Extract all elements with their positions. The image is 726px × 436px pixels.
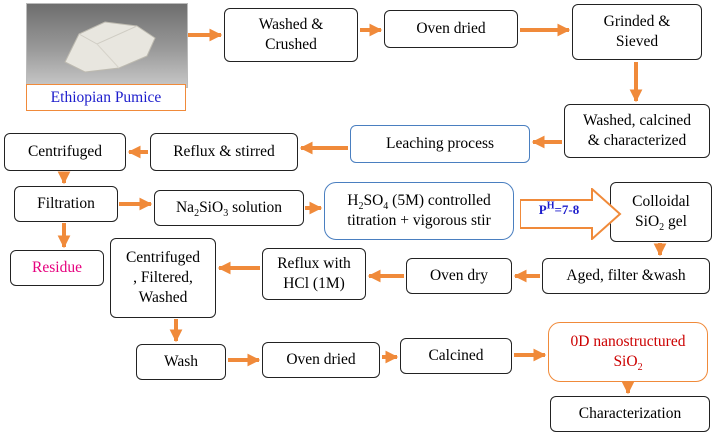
- chem-sub: 2: [358, 201, 364, 213]
- step-label: Grinded &: [603, 13, 671, 30]
- ph-label: PH=7-8: [524, 200, 594, 218]
- chem-text: SiO: [199, 199, 224, 216]
- step-leaching: Leaching process: [350, 125, 530, 163]
- chem-text: Na: [175, 199, 195, 216]
- pumice-photo: [26, 3, 188, 88]
- chem-text: SiO: [613, 353, 638, 370]
- step-label: Washed, calcined: [582, 112, 692, 129]
- step-colloidal-gel: Colloidal SiO2 gel: [610, 182, 712, 242]
- step-oven-dried-1: Oven dried: [384, 10, 518, 48]
- step-grinded-sieved: Grinded & Sieved: [572, 4, 702, 60]
- chem-text: gel: [664, 213, 687, 230]
- step-wash: Wash: [136, 344, 226, 380]
- step-washed-calcined: Washed, calcined & characterized: [564, 104, 710, 158]
- step-h2so4: H2SO4 (5M) controlled titration + vigoro…: [324, 182, 514, 240]
- step-reflux-stirred: Reflux & stirred: [150, 133, 298, 171]
- chem-text: H: [347, 192, 359, 209]
- pumice-stone-icon: [64, 21, 156, 73]
- chem-sub: 4: [383, 201, 389, 213]
- step-calcined: Calcined: [400, 338, 512, 374]
- ph-text: P: [538, 202, 547, 217]
- step-label: Sieved: [615, 33, 659, 50]
- step-characterization: Characterization: [550, 396, 710, 432]
- step-oven-dried-2: Oven dried: [262, 342, 380, 378]
- step-label: titration + vigorous stir: [347, 212, 491, 229]
- step-label: , Filtered,: [133, 269, 193, 286]
- step-washed-crushed: Washed & Crushed: [224, 8, 358, 62]
- ph-text: =7-8: [554, 202, 580, 217]
- step-oven-dry: Oven dry: [406, 258, 512, 294]
- chem-sub: 3: [223, 208, 229, 220]
- step-centrifuged-2: Centrifuged , Filtered, Washed: [110, 238, 216, 318]
- step-label: Washed: [138, 289, 188, 306]
- residue-label: Residue: [32, 259, 82, 276]
- chem-text: solution: [228, 199, 283, 216]
- step-label: Washed &: [258, 16, 324, 33]
- step-label: Crushed: [265, 36, 317, 53]
- step-label: Centrifuged: [125, 249, 201, 266]
- step-aged-filter-wash: Aged, filter &wash: [542, 258, 710, 294]
- step-label: Colloidal: [632, 193, 690, 210]
- step-residue: Residue: [10, 250, 104, 286]
- step-label: & characterized: [587, 132, 687, 149]
- chem-sub: 2: [637, 362, 643, 374]
- step-label: Reflux with: [277, 255, 351, 272]
- step-centrifuged-1: Centrifuged: [4, 133, 126, 171]
- chem-sub: 2: [194, 208, 200, 220]
- chem-text: SiO: [635, 213, 660, 230]
- step-nanostructured-sio2: 0D nanostructured SiO2: [548, 322, 708, 382]
- chem-text: SO: [363, 192, 384, 209]
- step-filtration: Filtration: [14, 186, 118, 222]
- step-label: HCl (1M): [283, 275, 345, 292]
- chem-sub: 2: [659, 222, 665, 234]
- step-na2sio3: Na2SiO3 solution: [154, 190, 304, 226]
- ph-arrow-icon: [520, 188, 622, 240]
- step-label: 0D nanostructured: [570, 333, 686, 350]
- ph-sup: H: [546, 200, 555, 212]
- chem-text: (5M) controlled: [388, 192, 491, 209]
- pumice-caption: Ethiopian Pumice: [26, 84, 186, 111]
